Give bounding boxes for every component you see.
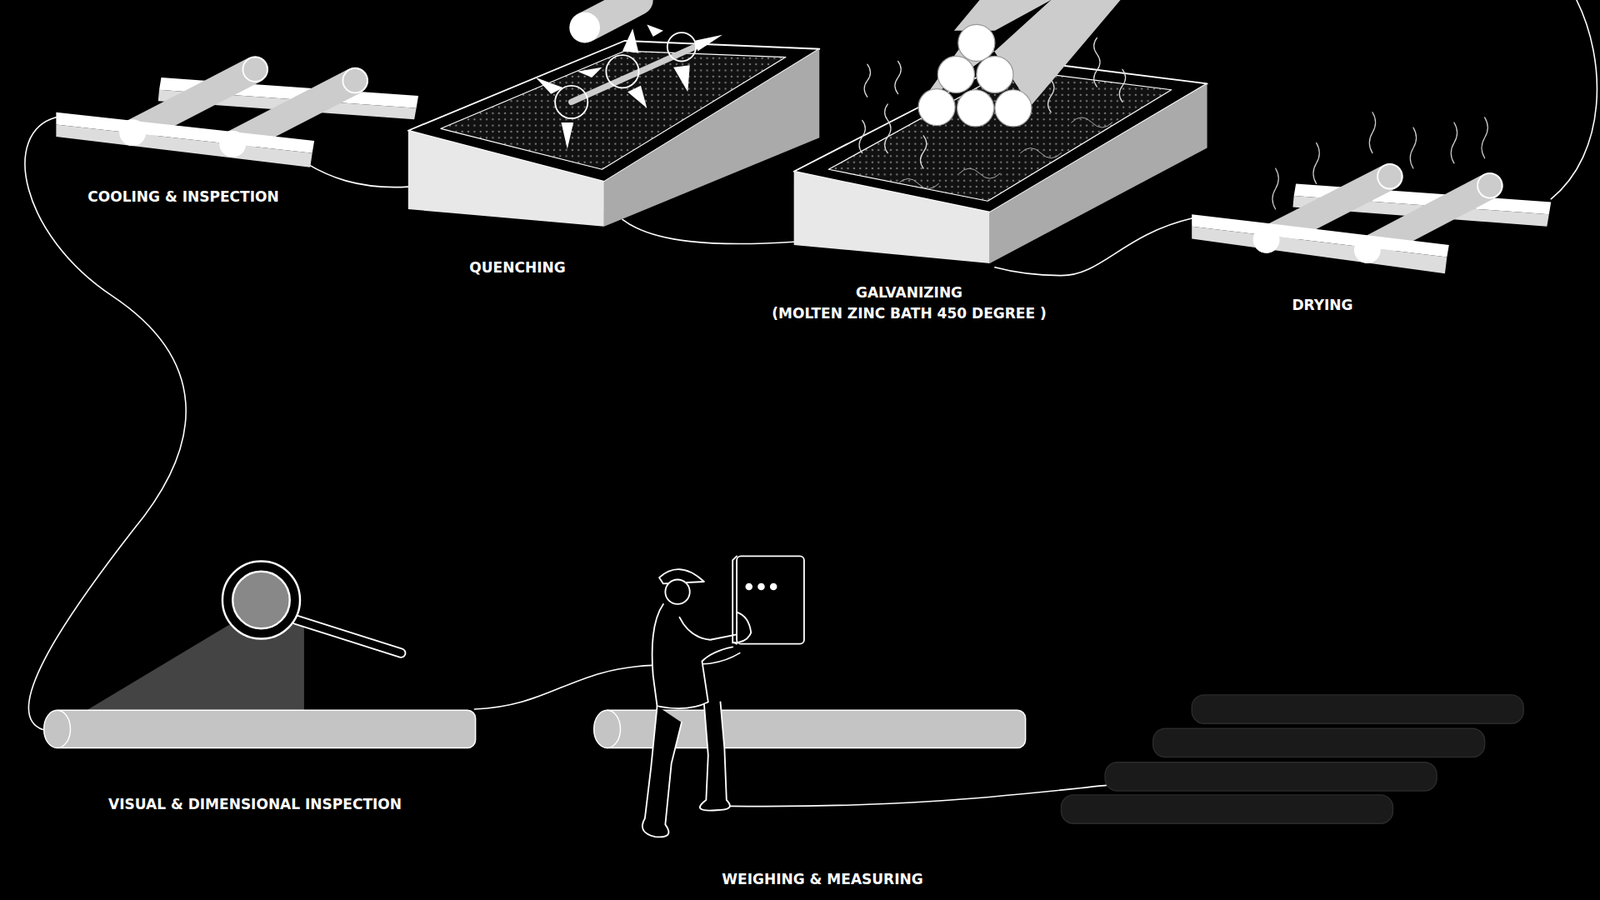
flow-line [622, 219, 795, 244]
flow-line [25, 117, 186, 730]
station-label: QUENCHING [469, 258, 565, 277]
flow-line [1550, 0, 1597, 200]
station-label: WEIGHING & MEASURING [721, 870, 923, 889]
station-label: DRYING [1291, 295, 1353, 315]
station-label: (MOLTEN ZINC BATH 450 DEGREE ) [771, 304, 1046, 323]
galvanizing-tank [794, 0, 1208, 264]
weighing-station [594, 555, 1026, 837]
pipe-stack [1060, 695, 1524, 824]
inspection-station [44, 560, 476, 748]
flow-line [305, 163, 408, 188]
drying-rack [1191, 112, 1551, 274]
quenching-tank [408, 0, 820, 227]
station-label: COOLING & INSPECTION [87, 187, 279, 206]
cooling-rack [55, 57, 419, 168]
station-label: VISUAL & DIMENSIONAL INSPECTION [108, 795, 402, 814]
station-label: GALVANIZING [855, 283, 963, 302]
